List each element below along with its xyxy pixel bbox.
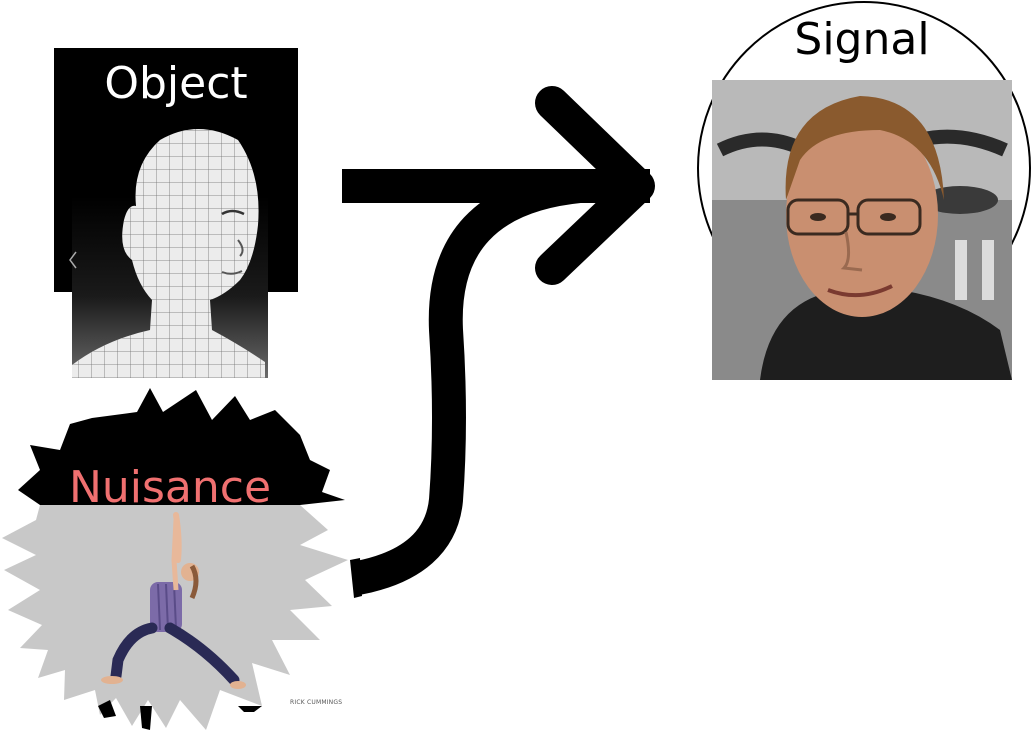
- object-label: Object: [104, 58, 248, 109]
- nuisance-starburst-dark: [18, 388, 345, 505]
- signal-label: Signal: [794, 14, 930, 65]
- object-image: [69, 129, 268, 378]
- signal-image: [712, 80, 1012, 380]
- arrow-object-to-signal: [342, 86, 655, 285]
- nuisance-label: Nuisance: [68, 462, 272, 513]
- signal-node: [697, 1, 1031, 380]
- yoga-figure: [101, 512, 246, 689]
- nuisance-node: [2, 388, 348, 730]
- object-node: [54, 48, 298, 378]
- arrow-nuisance-to-signal: [350, 169, 582, 598]
- photo-credit: RICK CUMMINGS: [290, 699, 343, 706]
